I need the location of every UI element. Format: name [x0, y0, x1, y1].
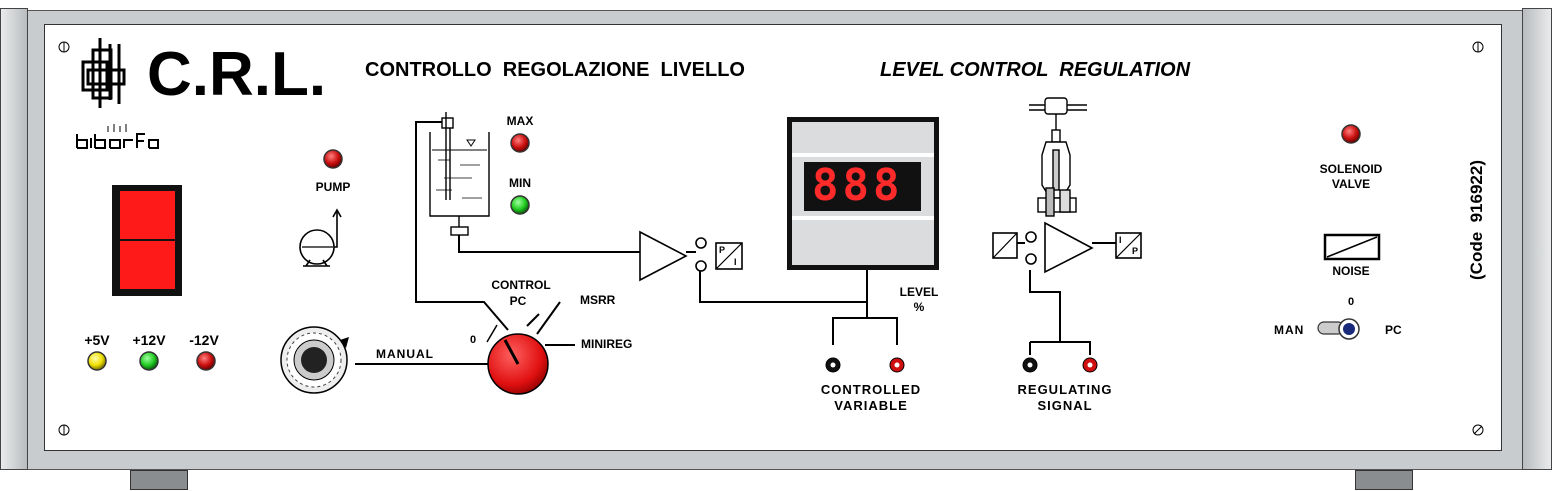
screw-icon	[58, 424, 70, 436]
controlled-variable-label-line2: VARIABLE	[834, 398, 908, 413]
foot-right	[1355, 470, 1413, 490]
level-display-housing	[787, 117, 939, 270]
min-label: MIN	[509, 176, 531, 190]
ip-converter-left-icon	[992, 232, 1018, 259]
solenoid-label-line2: VALVE	[1331, 177, 1371, 191]
level-display-digits: 888	[812, 160, 904, 211]
controlled-variable-red-terminal[interactable]	[889, 357, 905, 373]
regulating-signal-label-line1: REGULATING	[1017, 382, 1113, 397]
minus12v-label: -12V	[189, 332, 219, 348]
minireg-label: MINIREG	[581, 337, 633, 351]
screw-icon	[1472, 424, 1484, 436]
title-english: LEVEL CONTROL REGULATION	[880, 59, 1191, 81]
min-level-led	[510, 195, 530, 215]
solenoid-valve-led	[1341, 124, 1361, 144]
tank-icon	[429, 112, 490, 236]
selector-pc-label: PC	[509, 294, 527, 308]
selector-zero-label: 0	[470, 334, 477, 346]
ip-converter-icon	[1115, 232, 1142, 259]
msrr-label: MSRR	[580, 293, 616, 307]
pump-led	[323, 149, 343, 169]
pi-i-letter: I	[734, 257, 737, 267]
screw-icon	[58, 41, 70, 53]
max-level-led	[510, 133, 530, 153]
solenoid-label-line1: SOLENOID	[1319, 162, 1383, 176]
switch-zero-label: 0	[1347, 296, 1355, 308]
signal-wiring	[355, 121, 1116, 365]
controlled-variable-black-terminal[interactable]	[825, 357, 841, 373]
pc-switch-label: PC	[1385, 323, 1402, 337]
minus12v-led	[196, 351, 216, 371]
control-valve-icon	[1029, 97, 1087, 217]
plus12v-led	[139, 351, 159, 371]
mode-selector-knob[interactable]	[487, 333, 549, 395]
pump-label: PUMP	[315, 180, 351, 194]
manual-label: MANUAL	[376, 347, 434, 361]
regulating-signal-black-terminal[interactable]	[1022, 357, 1038, 373]
level-label: LEVEL	[899, 285, 939, 299]
amplifier-icon	[639, 230, 707, 282]
ip-i-letter: I	[1119, 235, 1122, 245]
man-pc-toggle-switch[interactable]	[1317, 318, 1360, 340]
plus5v-label: +5V	[84, 332, 110, 348]
title-italian: CONTROLLO REGOLAZIONE LIVELLO	[365, 59, 745, 81]
pi-converter-icon	[715, 242, 743, 270]
noise-label: NOISE	[1332, 264, 1370, 278]
man-label: MAN	[1274, 323, 1305, 337]
didacta-wordmark-icon	[76, 124, 159, 149]
level-percent-label: %	[913, 300, 925, 314]
pump-icon	[299, 208, 342, 267]
plus5v-led	[87, 351, 107, 371]
manual-potentiometer-dial[interactable]	[280, 326, 349, 394]
side-handle-left	[0, 8, 28, 470]
amplifier-right-icon	[1025, 221, 1094, 274]
noise-icon	[1323, 233, 1381, 261]
didacta-logo-icon	[81, 38, 126, 108]
control-label: CONTROL	[491, 278, 551, 292]
foot-left	[130, 470, 188, 490]
ip-p-letter: P	[1132, 246, 1139, 256]
regulating-signal-label-line2: SIGNAL	[1037, 398, 1093, 413]
regulating-signal-red-terminal[interactable]	[1082, 357, 1098, 373]
max-label: MAX	[506, 114, 534, 128]
product-code: (Code 916922)	[1467, 160, 1486, 280]
screw-icon	[1472, 41, 1484, 53]
plus12v-label: +12V	[132, 332, 166, 348]
brand-mark: C.R.L.	[147, 40, 327, 109]
side-handle-right	[1522, 8, 1552, 470]
controlled-variable-label-line1: CONTROLLED	[820, 382, 922, 397]
main-power-switch[interactable]	[112, 185, 182, 296]
pi-p-letter: P	[719, 245, 726, 255]
